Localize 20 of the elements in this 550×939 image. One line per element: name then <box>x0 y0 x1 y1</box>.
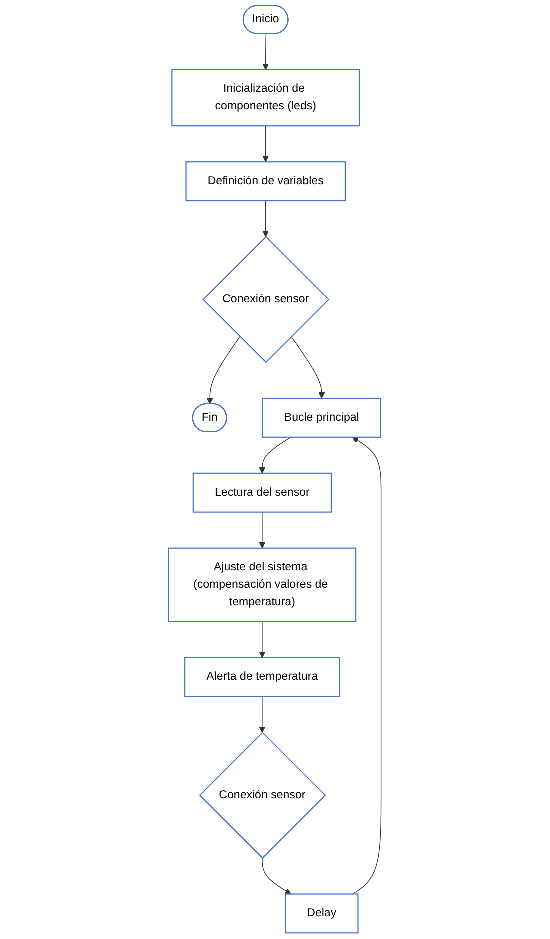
arrow <box>262 34 269 70</box>
node-box: Bucle principal <box>262 398 382 438</box>
arrow <box>262 858 292 895</box>
arrow <box>206 336 240 405</box>
arrow <box>259 512 266 549</box>
node-box: Ajuste del sistema (compensación valores de temperatura) <box>168 548 357 622</box>
node-box: Lectura del sensor <box>192 472 332 513</box>
node-box: Alerta de temperatura <box>184 657 340 698</box>
arrow <box>259 437 292 474</box>
arrow <box>291 336 325 399</box>
node-box: Definición de variables <box>186 162 346 202</box>
node-box: Delay <box>284 894 359 934</box>
arrow <box>262 200 269 238</box>
arrow <box>259 621 266 658</box>
node-box: Inicialización de componentes (leds) <box>172 69 360 127</box>
arrow <box>259 696 266 734</box>
node-diamond: Conexión sensor <box>199 732 326 859</box>
arrow <box>262 126 269 162</box>
arrow <box>352 437 382 895</box>
node-diamond: Conexión sensor <box>202 236 330 364</box>
